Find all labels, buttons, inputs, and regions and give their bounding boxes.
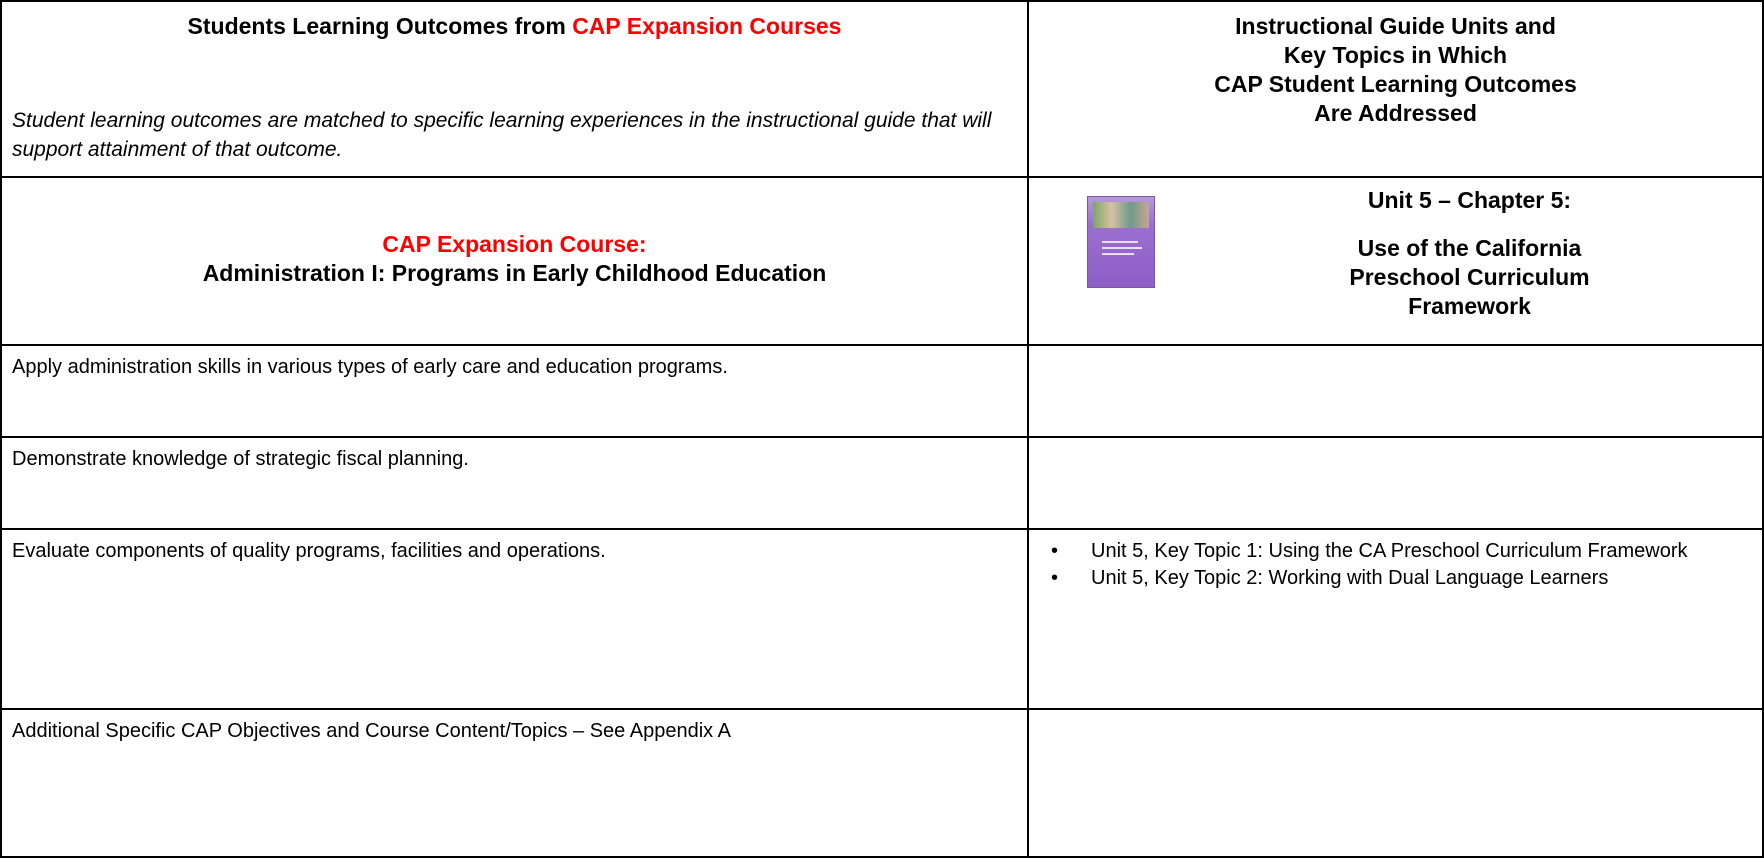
outcome-cell: Apply administration skills in various t… (0, 344, 1027, 436)
header-left-title: Students Learning Outcomes from CAP Expa… (2, 12, 1027, 40)
unit-heading: Unit 5 – Chapter 5: (1367, 187, 1572, 213)
course-cell: CAP Expansion Course: Administration I: … (0, 176, 1027, 344)
topic-text: Unit 5, Key Topic 1: Using the CA Presch… (1091, 540, 1688, 562)
topic-item: • Unit 5, Key Topic 2: Working with Dual… (1029, 565, 1762, 592)
outcome-cell: Evaluate components of quality programs,… (0, 528, 1027, 708)
header-right-line: Key Topics in Which (1283, 42, 1508, 68)
header-right-title: Instructional Guide Units and Key Topics… (1029, 12, 1762, 128)
title-prefix: Students Learning Outcomes from (187, 13, 566, 39)
outcome-text: Additional Specific CAP Objectives and C… (12, 720, 731, 742)
topics-list: • Unit 5, Key Topic 1: Using the CA Pres… (1029, 538, 1762, 592)
outcome-cell: Additional Specific CAP Objectives and C… (0, 708, 1027, 858)
outcome-text: Apply administration skills in various t… (12, 356, 728, 378)
topics-cell: • Unit 5, Key Topic 1: Using the CA Pres… (1027, 528, 1764, 708)
book-cover-line (1102, 241, 1138, 243)
unit-title-line: Use of the California (1357, 235, 1582, 261)
bullet-icon: • (1051, 567, 1059, 589)
header-left-cell: Students Learning Outcomes from CAP Expa… (0, 0, 1027, 176)
topics-cell (1027, 436, 1764, 528)
header-right-line: Are Addressed (1314, 100, 1477, 126)
course-label: CAP Expansion Course: (382, 231, 647, 257)
unit-cell: Unit 5 – Chapter 5: Use of the Californi… (1027, 176, 1764, 344)
book-cover-line (1102, 253, 1134, 255)
outcome-text: Demonstrate knowledge of strategic fisca… (12, 448, 469, 470)
topics-cell (1027, 344, 1764, 436)
course-title: CAP Expansion Course: Administration I: … (2, 230, 1027, 288)
title-highlight: CAP Expansion Courses (572, 13, 842, 39)
book-cover-image (1087, 196, 1155, 288)
bullet-icon: • (1051, 540, 1059, 562)
header-right-line: Instructional Guide Units and (1235, 13, 1556, 39)
topic-text: Unit 5, Key Topic 2: Working with Dual L… (1091, 567, 1609, 589)
outcome-cell: Demonstrate knowledge of strategic fisca… (0, 436, 1027, 528)
header-note: Student learning outcomes are matched to… (12, 109, 992, 161)
topics-cell (1027, 708, 1764, 858)
header-right-line: CAP Student Learning Outcomes (1214, 71, 1577, 97)
unit-title: Use of the California Preschool Curricul… (1177, 234, 1762, 321)
book-cover-photo (1093, 202, 1149, 228)
book-cover-line (1102, 247, 1142, 249)
topic-item: • Unit 5, Key Topic 1: Using the CA Pres… (1029, 538, 1762, 565)
outcome-text: Evaluate components of quality programs,… (12, 540, 606, 562)
unit-title-line: Preschool Curriculum (1349, 264, 1590, 290)
unit-title-line: Framework (1408, 293, 1531, 319)
course-name: Administration I: Programs in Early Chil… (202, 260, 827, 286)
header-right-cell: Instructional Guide Units and Key Topics… (1027, 0, 1764, 176)
